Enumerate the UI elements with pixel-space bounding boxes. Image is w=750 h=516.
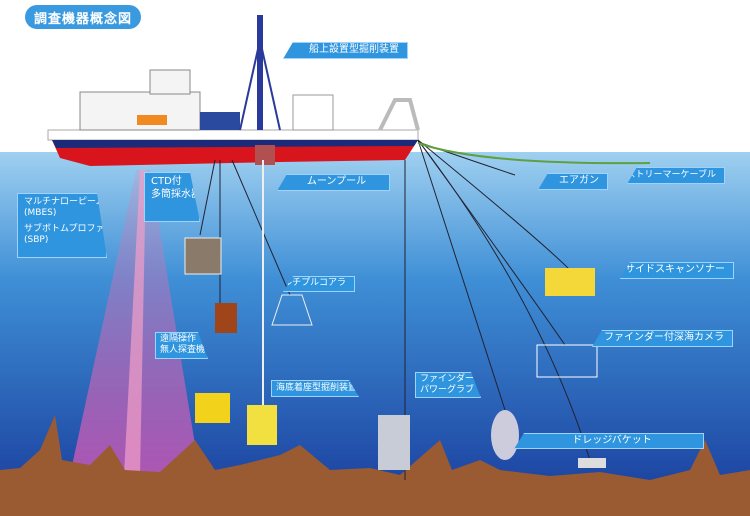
transponder (215, 303, 237, 333)
deep-sea-camera (536, 344, 598, 378)
page-title: 調査機器概念図 (25, 5, 141, 29)
label-power-grab: ファインダー付 パワーグラブ (415, 372, 481, 398)
ctd-sampler (184, 237, 222, 275)
label-seabed-drill: 海底着座型掘削装置 (271, 380, 359, 397)
label-text: CTD付 (151, 176, 182, 187)
label-multiple-corer: マルチプルコアラ (283, 276, 355, 292)
label-text: パワーグラブ (420, 385, 475, 396)
streamer-cable (417, 142, 651, 165)
label-text: 遠隔操作 (160, 334, 197, 344)
label-text: ムーンプール (306, 176, 367, 188)
label-text: マルチナローピーム (24, 197, 105, 207)
label-text: 多筒採水器 (151, 188, 201, 200)
label-text: ストリーマーケーブル (626, 169, 716, 180)
multiple-corer (271, 294, 313, 326)
label-rov: 遠隔操作 無人探査機 (155, 332, 208, 359)
label-side-scan-sonar: サイドスキャンソナー (620, 262, 734, 279)
dredge-bucket (578, 458, 606, 468)
power-grab (491, 410, 519, 460)
label-text: 船上設置型掘削装置 (309, 44, 399, 56)
label-ctd: CTD付 多筒採水器 (144, 172, 200, 222)
label-text: エアガン (559, 175, 599, 187)
label-text: マルチプルコアラ (274, 278, 346, 289)
label-deep-sea-camera: ファインダー付深海カメラ (592, 330, 733, 347)
label-text: ファインダー付深海カメラ (604, 332, 724, 344)
label-text: 無人探査機 (160, 345, 206, 356)
label-air-gun: エアガン (538, 173, 608, 190)
seabed-drill-rig (247, 405, 277, 445)
label-mbes-sbp: マルチナローピーム (MBES) サブボトムプロファイラー (SBP) (17, 193, 107, 258)
label-text: 海底着座型掘削装置 (276, 383, 358, 393)
side-scan-sonar (545, 268, 595, 296)
label-text: サイドスキャンソナー (625, 264, 725, 276)
label-text: サブボトムプロファイラー (24, 223, 132, 234)
label-text: (MBES) (24, 208, 57, 219)
label-streamer-cable: ストリーマーケーブル (627, 167, 725, 184)
label-drilling-ship: 船上設置型掘削装置 (283, 42, 408, 59)
rov (195, 393, 230, 423)
research-ship (47, 15, 420, 166)
label-text: ファインダー付 (420, 374, 484, 384)
seabed (0, 415, 750, 516)
label-text: ドレッジバケット (572, 434, 652, 446)
label-text: (SBP) (24, 234, 49, 245)
seabed-drill (378, 415, 410, 470)
label-moon-pool: ムーンプール (277, 174, 390, 191)
label-dredge-bucket: ドレッジバケット (514, 433, 704, 449)
